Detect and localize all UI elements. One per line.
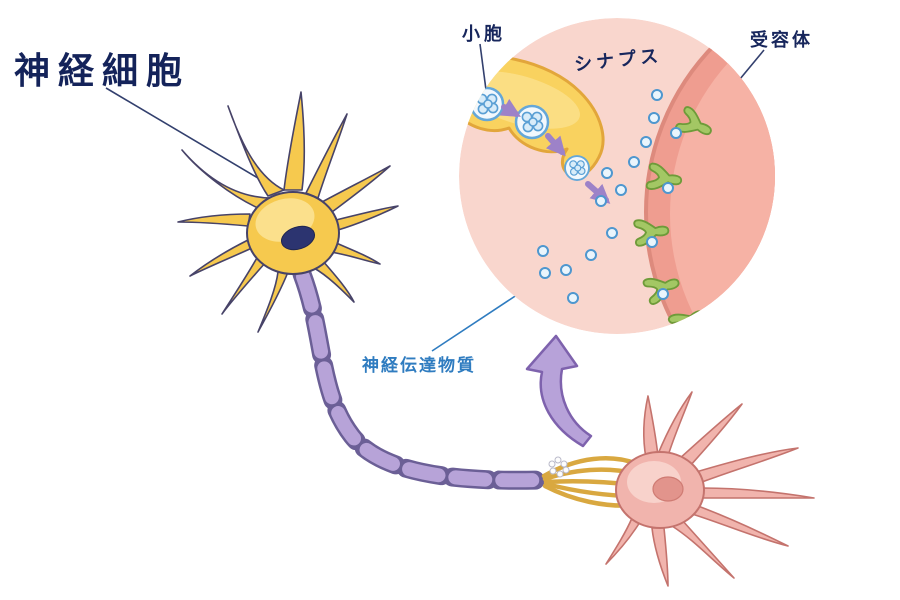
- transport-arrow: [499, 98, 521, 117]
- nerve-cell-label: 神経細胞: [14, 50, 191, 91]
- vesicle-fusing: [564, 155, 590, 181]
- neurotransmitter-label: 神経伝達物質: [362, 356, 476, 375]
- transport-arrow: [545, 133, 566, 157]
- vesicle: [514, 104, 550, 140]
- second-neuron: [605, 391, 815, 587]
- second-neuron-nucleus: [652, 476, 684, 502]
- terminal-cluster: [548, 456, 570, 478]
- vesicle-label: 小胞: [462, 24, 506, 44]
- vesicle: [469, 86, 505, 122]
- neuron-nucleus: [280, 225, 316, 251]
- leader-line-vesicle: [479, 43, 487, 91]
- neurotransmitter-dots: [537, 89, 682, 304]
- axon-myelin: [292, 264, 552, 490]
- zoom-arrow: [525, 334, 593, 448]
- synapse-inset: [459, 18, 775, 334]
- receptor-label: 受容体: [750, 30, 813, 50]
- leader-line-nerve-cell: [105, 87, 269, 185]
- main-neuron: [177, 91, 399, 333]
